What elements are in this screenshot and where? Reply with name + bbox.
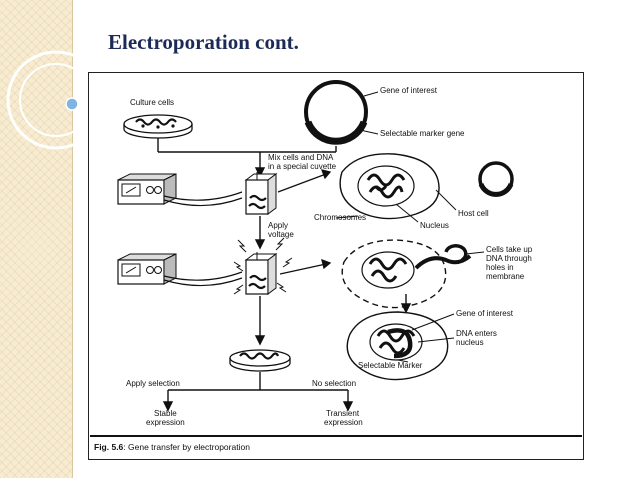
- label-nucleus: Nucleus: [420, 221, 449, 230]
- transfected-cell-pointers: [397, 313, 455, 363]
- label-gene-of-interest-bottom: Gene of interest: [456, 309, 514, 318]
- label-apply-selection: Apply selection: [126, 379, 180, 388]
- slide-title: Electroporation cont.: [108, 30, 299, 54]
- label-mix-line2: in a special cuvette: [268, 162, 337, 171]
- electroporator-2: [117, 253, 243, 287]
- label-stable-line1: Stable: [154, 409, 177, 418]
- culture-dish-top: [123, 114, 193, 139]
- arrow-to-host-cell: [277, 169, 332, 193]
- arrow-to-nucleus-cell: [400, 294, 412, 314]
- plasmid-free-1: [478, 161, 514, 197]
- merge-lines: [157, 138, 337, 178]
- label-no-selection: No selection: [312, 379, 356, 388]
- label-mix-line1: Mix cells and DNA: [268, 153, 334, 162]
- cuvette-2: [233, 252, 293, 295]
- host-cell-1-pointers: [335, 189, 457, 223]
- label-transient-line2: expression: [324, 418, 363, 427]
- label-take-up-line3: holes in: [486, 263, 514, 272]
- sidebar-edge: [72, 0, 73, 478]
- figure-caption: Fig. 5.6: Gene transfer by electroporati…: [94, 442, 250, 452]
- plasmid-top: [304, 80, 379, 145]
- arrow-to-permeable-cell: [279, 258, 332, 275]
- label-take-up-line4: membrane: [486, 272, 525, 281]
- electroporator-1: [117, 173, 243, 207]
- label-stable-line2: expression: [146, 418, 185, 427]
- label-transient-line1: Transient: [326, 409, 360, 418]
- label-host-cell: Host cell: [458, 209, 489, 218]
- arrow-to-dish: [254, 296, 266, 346]
- figure-caption-number: Fig. 5.6: [94, 442, 124, 452]
- cuvette-1: [244, 172, 278, 215]
- permeable-cell: [341, 239, 472, 309]
- accent-dot: [65, 97, 79, 111]
- label-apply-voltage-line1: Apply: [268, 221, 288, 230]
- split-lines: [162, 372, 354, 412]
- label-selectable-marker: Selectable Marker: [358, 361, 423, 370]
- label-culture-cells: Culture cells: [130, 98, 174, 107]
- permeable-cell-pointer: [465, 251, 485, 255]
- figure-caption-text: : Gene transfer by electroporation: [123, 442, 250, 452]
- host-cell-1: [339, 153, 440, 220]
- culture-dish-bottom: [229, 349, 291, 372]
- label-dna-enters-line1: DNA enters: [456, 329, 497, 338]
- label-chromosomes: Chromosomes: [314, 213, 366, 222]
- deco-ring-small: [19, 63, 93, 137]
- label-selectable-marker-gene: Selectable marker gene: [380, 129, 465, 138]
- label-take-up-line1: Cells take up: [486, 245, 533, 254]
- electroporation-figure: Culture cells Gene of interest Selectabl…: [88, 72, 584, 460]
- label-gene-of-interest-top: Gene of interest: [380, 86, 438, 95]
- arrow-apply-voltage: [237, 216, 285, 253]
- transfected-cell: [346, 311, 449, 381]
- label-apply-voltage-line2: voltage: [268, 230, 294, 239]
- label-take-up-line2: DNA through: [486, 254, 532, 263]
- label-dna-enters-line2: nucleus: [456, 338, 484, 347]
